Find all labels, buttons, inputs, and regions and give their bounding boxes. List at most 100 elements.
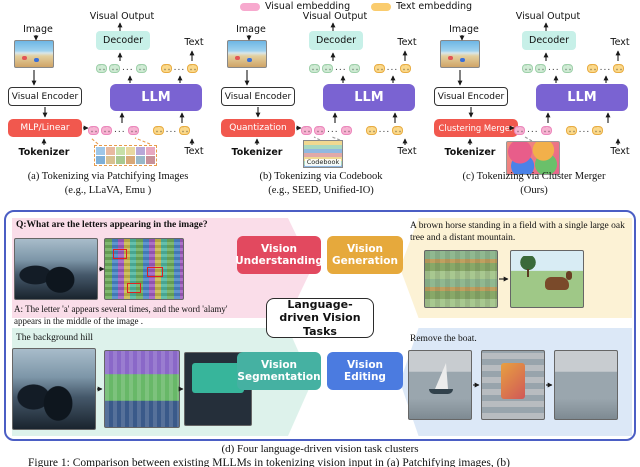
panel-c-caption: (c) Tokenizing via Cluster Merger bbox=[462, 171, 606, 182]
ellipsis: ... bbox=[578, 125, 591, 135]
tokenizer-label: Tokenizer bbox=[444, 147, 496, 158]
visual-output-label: Visual Output bbox=[89, 11, 155, 22]
output-token-row: ... ... bbox=[96, 62, 199, 75]
text-token bbox=[565, 126, 577, 135]
understanding-input-photo bbox=[14, 238, 98, 300]
llm-box: LLM bbox=[110, 84, 202, 111]
ellipsis: ... bbox=[122, 63, 134, 73]
visual-token bbox=[514, 126, 525, 135]
panel-b-caption: (b) Tokenizing via Codebook bbox=[259, 171, 383, 182]
ellipsis: ... bbox=[335, 63, 347, 73]
image-detail bbox=[448, 56, 453, 60]
ellipsis: ... bbox=[173, 63, 186, 73]
text-token bbox=[187, 64, 199, 73]
llm-box: LLM bbox=[536, 84, 628, 111]
visual-output-token bbox=[309, 64, 320, 73]
visual-output-token bbox=[96, 64, 107, 73]
visual-token bbox=[88, 126, 99, 135]
generation-prompt: A brown horse standing in a field with a… bbox=[410, 221, 625, 244]
visual-output-token bbox=[522, 64, 533, 73]
highlight-box bbox=[147, 267, 163, 277]
visual-output-label: Visual Output bbox=[515, 11, 581, 22]
visual-token bbox=[127, 126, 139, 135]
visual-output-token bbox=[109, 64, 120, 73]
visual-output-token bbox=[348, 64, 360, 73]
text-input-label: Text bbox=[184, 146, 204, 157]
panel-c: Visual Output Image Decoder Text ... ...… bbox=[428, 0, 640, 205]
boat-hull-graphic bbox=[429, 389, 453, 394]
panel-d: Q:What are the letters appearing in the … bbox=[4, 210, 636, 441]
tokenizer-label: Tokenizer bbox=[231, 147, 283, 158]
generation-output-image bbox=[510, 250, 584, 308]
input-token-row: ... ... bbox=[301, 124, 404, 137]
text-input-label: Text bbox=[610, 146, 630, 157]
visual-embedding-swatch-icon bbox=[240, 2, 260, 11]
ellipsis: ... bbox=[548, 63, 560, 73]
visual-output-token bbox=[535, 64, 546, 73]
ellipsis: ... bbox=[378, 125, 391, 135]
segmentation-map bbox=[104, 350, 180, 428]
segmentation-prompt: The background hill bbox=[16, 333, 94, 343]
text-token bbox=[152, 126, 164, 135]
text-token bbox=[592, 126, 604, 135]
horse-head-graphic bbox=[566, 271, 572, 280]
text-token bbox=[392, 126, 404, 135]
panel-b-caption-examples: (e.g., SEED, Unified-IO) bbox=[268, 185, 374, 196]
image-label: Image bbox=[449, 24, 479, 35]
legend: Visual embedding Text embedding bbox=[240, 1, 472, 12]
legend-text-label: Text embedding bbox=[396, 1, 473, 12]
image-detail bbox=[235, 56, 240, 60]
panel-b: Visual Output Image Decoder Text ... ...… bbox=[215, 0, 427, 205]
segmentation-input-photo bbox=[12, 348, 96, 430]
cluster-map-graphic bbox=[506, 141, 560, 175]
image-label: Image bbox=[23, 24, 53, 35]
ellipsis: ... bbox=[165, 125, 178, 135]
decoder-box: Decoder bbox=[522, 31, 576, 50]
codebook-graphic: Codebook bbox=[303, 140, 343, 168]
ellipsis: ... bbox=[527, 125, 539, 135]
visual-token bbox=[301, 126, 312, 135]
image-detail bbox=[22, 56, 27, 60]
llm-box: LLM bbox=[323, 84, 415, 111]
editing-token-map bbox=[481, 350, 545, 420]
visual-token bbox=[314, 126, 325, 135]
editing-result-image bbox=[554, 350, 618, 420]
panel-d-caption: (d) Four language-driven vision task clu… bbox=[221, 443, 419, 455]
input-image-thumbnail bbox=[440, 40, 480, 68]
generation-token-map bbox=[424, 250, 498, 308]
panel-a-caption-examples: (e.g., LLaVA, Emu ) bbox=[64, 185, 152, 196]
image-detail bbox=[460, 58, 465, 62]
text-token bbox=[400, 64, 412, 73]
understanding-question: Q:What are the letters appearing in the … bbox=[16, 220, 208, 230]
vision-understanding-box: Vision Understanding bbox=[235, 236, 323, 274]
tree-trunk-graphic bbox=[527, 269, 529, 277]
image-detail bbox=[247, 58, 252, 62]
output-token-row: ... ... bbox=[309, 62, 412, 75]
text-embedding-swatch-icon bbox=[371, 2, 392, 11]
patchified-image bbox=[94, 145, 157, 166]
understanding-token-map bbox=[104, 238, 184, 300]
quantization-box: Quantization bbox=[221, 119, 295, 137]
text-token bbox=[613, 64, 625, 73]
panel-a: Visual Output Image Decoder Text ... ...… bbox=[2, 0, 214, 205]
boat-token-blob bbox=[500, 363, 526, 399]
tokenizer-label: Tokenizer bbox=[18, 147, 70, 158]
visual-output-token bbox=[322, 64, 333, 73]
legend-visual-label: Visual embedding bbox=[265, 1, 351, 12]
text-token bbox=[586, 64, 598, 73]
text-token bbox=[373, 64, 385, 73]
clustering-merger-box: Clustering Merger bbox=[434, 119, 518, 137]
visual-token bbox=[101, 126, 112, 135]
sailboat-graphic bbox=[435, 363, 448, 389]
ellipsis: ... bbox=[327, 125, 339, 135]
visual-output-token bbox=[135, 64, 147, 73]
visual-encoder-box: Visual Encoder bbox=[221, 87, 295, 106]
language-driven-vision-tasks-box: Language-driven Vision Tasks bbox=[266, 298, 374, 338]
understanding-answer: A: The letter 'a' appears several times,… bbox=[14, 304, 228, 326]
vision-editing-box: Vision Editing bbox=[327, 352, 403, 390]
editing-input-photo bbox=[408, 350, 472, 420]
figure-caption: Figure 1: Comparison between existing ML… bbox=[28, 457, 510, 467]
text-output-label: Text bbox=[184, 37, 204, 48]
text-output-label: Text bbox=[397, 37, 417, 48]
